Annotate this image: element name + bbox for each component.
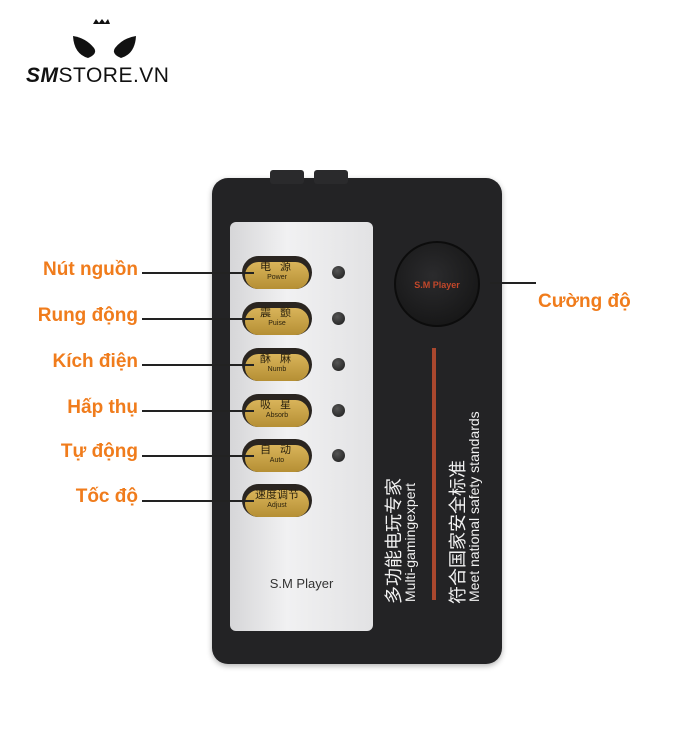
label-intensity: Cường độ: [538, 291, 631, 312]
label-power: Nút nguồn: [43, 259, 138, 280]
logo-text: SMSTORE.VN: [26, 64, 170, 87]
led-pulse: [332, 312, 345, 325]
jack-1: [270, 170, 304, 184]
panel-brand: S.M Player: [269, 576, 334, 591]
led-auto: [332, 449, 345, 462]
label-numb: Kích điện: [52, 351, 138, 372]
led-absorb: [332, 404, 345, 417]
crown-cat-ears-icon: [73, 19, 136, 58]
pointer-line: [490, 282, 536, 284]
pointer-line: [142, 318, 254, 320]
text1-en: Multi-gamingexpert: [402, 482, 418, 602]
pointer-line: [142, 455, 254, 457]
red-stripe: [432, 348, 436, 600]
label-pulse: Rung động: [37, 305, 138, 326]
pointer-line: [142, 410, 254, 412]
jack-2: [314, 170, 348, 184]
store-logo: SMSTORE.VN: [26, 18, 176, 98]
label-auto: Tự động: [60, 441, 138, 462]
label-speed: Tốc độ: [75, 486, 138, 507]
pointer-line: [142, 364, 254, 366]
pointer-line: [142, 500, 254, 502]
text2-en: Meet national safety standards: [466, 411, 482, 602]
intensity-dial[interactable]: S.M Player: [394, 241, 480, 327]
led-numb: [332, 358, 345, 371]
led-power: [332, 266, 345, 279]
pointer-line: [142, 272, 254, 274]
label-absorb: Hấp thụ: [67, 397, 138, 418]
